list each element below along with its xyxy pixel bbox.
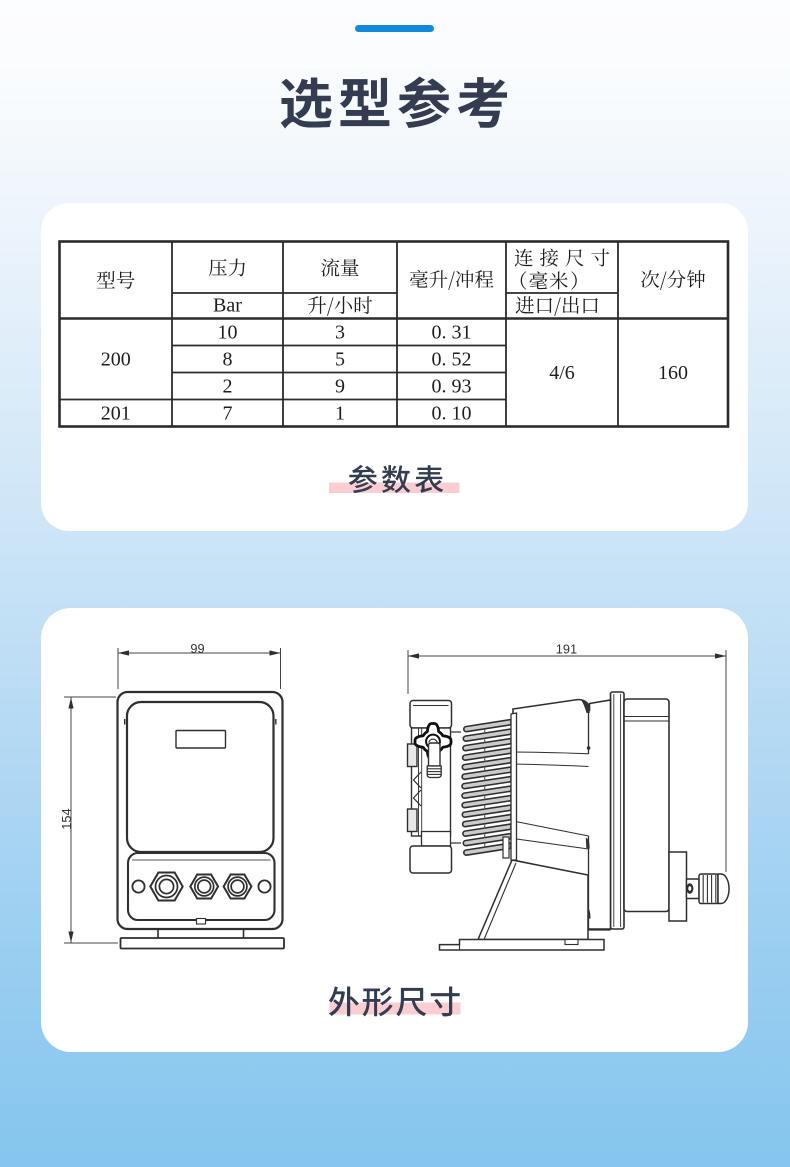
svg-text:5: 5 — [335, 349, 345, 371]
svg-text:99: 99 — [190, 641, 204, 656]
svg-text:2: 2 — [223, 376, 233, 398]
svg-text:1: 1 — [335, 403, 345, 425]
svg-text:200: 200 — [101, 349, 131, 371]
svg-text:191: 191 — [556, 642, 577, 657]
svg-text:0. 52: 0. 52 — [432, 349, 472, 371]
svg-text:0. 31: 0. 31 — [432, 322, 472, 344]
svg-text:0. 10: 0. 10 — [432, 403, 472, 425]
svg-text:9: 9 — [335, 376, 345, 398]
svg-text:Bar: Bar — [213, 295, 242, 317]
svg-text:7: 7 — [223, 403, 233, 425]
svg-text:154: 154 — [59, 808, 74, 829]
svg-text:8: 8 — [223, 349, 233, 371]
svg-text:160: 160 — [658, 362, 688, 384]
svg-text:4/6: 4/6 — [549, 362, 575, 384]
svg-text:10: 10 — [218, 322, 238, 344]
svg-text:3: 3 — [335, 322, 345, 344]
svg-text:0. 93: 0. 93 — [432, 376, 472, 398]
svg-text:201: 201 — [101, 403, 131, 425]
